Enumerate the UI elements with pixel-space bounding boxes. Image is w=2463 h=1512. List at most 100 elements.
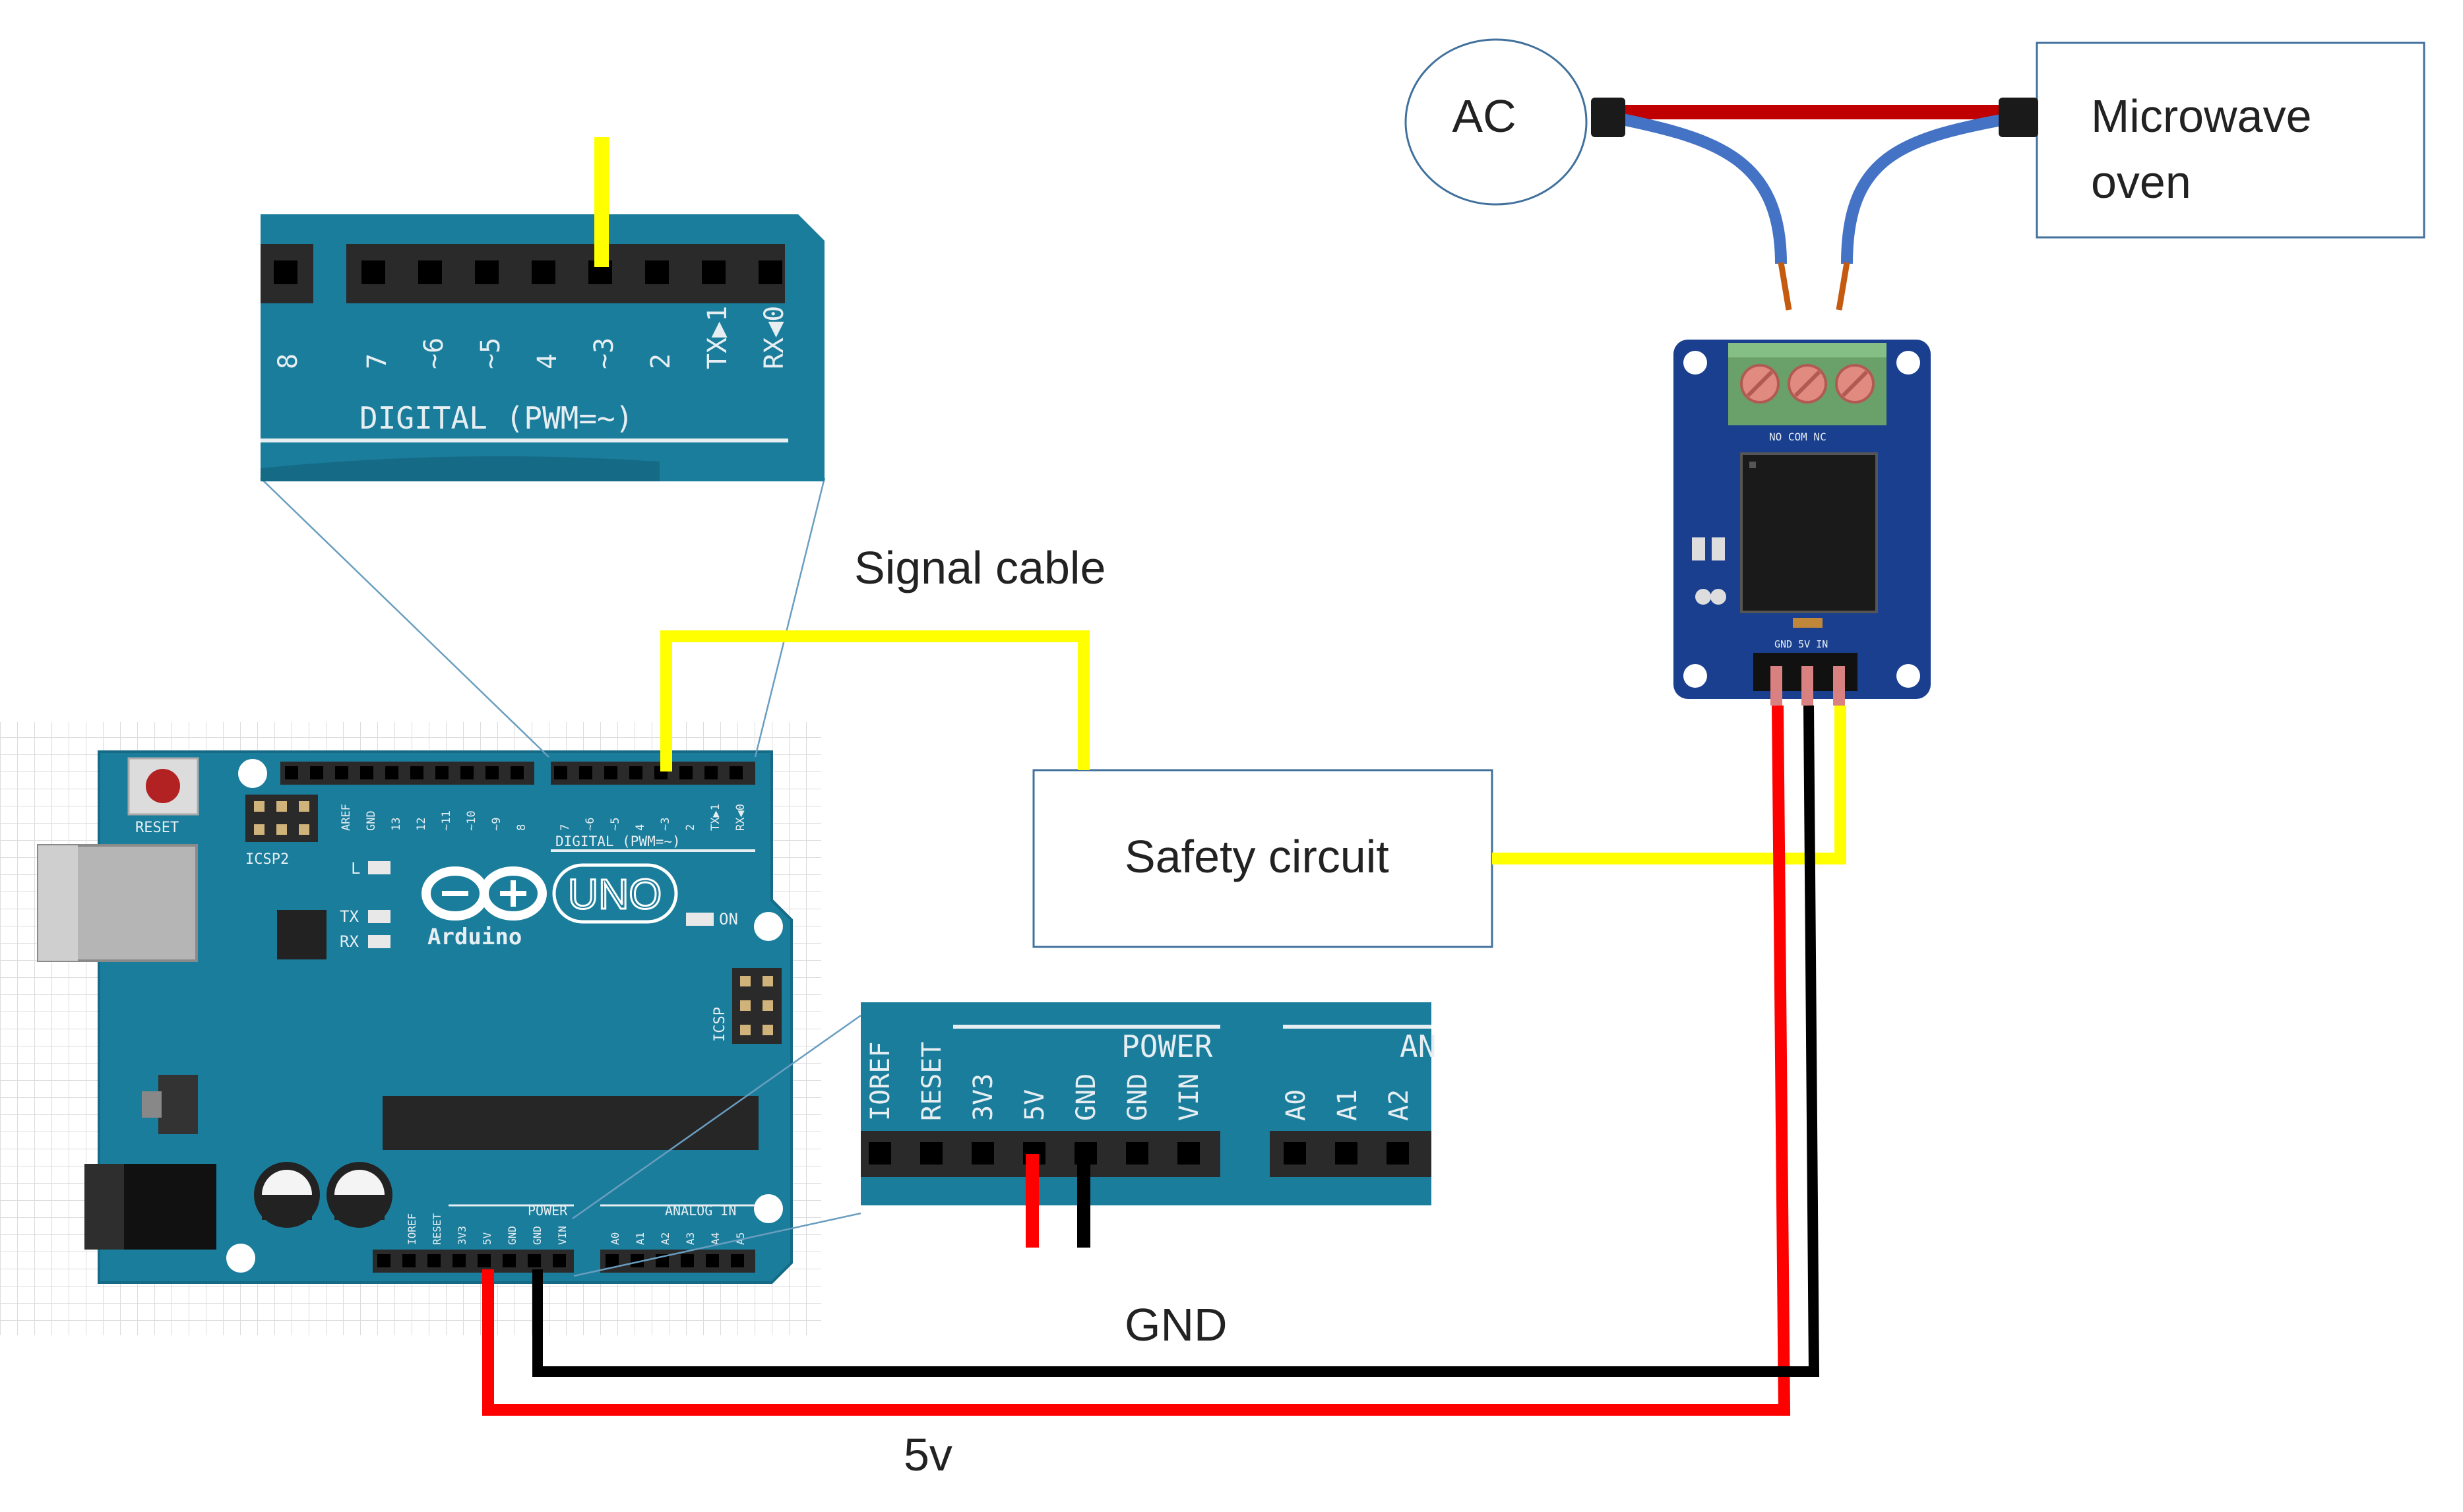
analog-pin-label: A1	[634, 1232, 646, 1245]
digital-pin-label: 13	[390, 818, 403, 831]
header-pin	[335, 766, 348, 779]
header-pin	[377, 1254, 390, 1267]
led-rx-label: RX	[340, 932, 359, 951]
gnd-wire	[532, 705, 1820, 1377]
safety-circuit-box	[1032, 769, 1493, 948]
zoom-analog-pin-label: A0	[1281, 1089, 1311, 1121]
analog-in-label: ANALOG IN	[665, 1203, 736, 1219]
wire-sleeve	[1999, 98, 2038, 137]
header-pin	[385, 766, 398, 779]
analog-pin-label: A3	[684, 1232, 697, 1245]
header-pin	[1335, 1142, 1357, 1164]
signal-cable	[660, 630, 1090, 771]
zoom-digital-pin-label: 4	[532, 353, 563, 369]
digital-pin-label: 2	[684, 824, 697, 831]
header-pin	[730, 766, 743, 779]
header-pin	[435, 766, 449, 779]
header-pin	[1284, 1142, 1306, 1164]
zoom-digital-pin-label: 2	[646, 353, 676, 369]
header-pin	[485, 766, 499, 779]
power-pin-label: RESET	[431, 1213, 443, 1245]
relay-module: NO COM NC GND 5V IN	[1673, 340, 1931, 706]
gnd-label: GND	[1125, 1299, 1228, 1350]
digital-pin-label: TX▶1	[709, 804, 722, 831]
arduino-logo: UNO Arduino	[421, 863, 678, 950]
analog-pin-label: A4	[709, 1232, 722, 1245]
power-pin-label: VIN	[556, 1226, 569, 1245]
zoom-power-pin-label: 5V	[1020, 1089, 1050, 1121]
header-pin	[274, 260, 297, 284]
header-pin	[731, 1254, 744, 1267]
zoom-power-pin-label: 3V3	[968, 1074, 999, 1121]
header-pin	[285, 766, 298, 779]
zoom-digital-pin-label: ~3	[589, 338, 619, 369]
analog-pin-label: A0	[609, 1232, 621, 1245]
microwave-label: Microwave	[2091, 90, 2312, 142]
ac-node	[1404, 38, 1588, 206]
relay-pin-label: GND 5V IN	[1774, 638, 1828, 650]
header-pin	[631, 1254, 644, 1267]
header-pin	[452, 1254, 466, 1267]
header-pin	[511, 766, 524, 779]
header-pin	[704, 766, 718, 779]
zoom-power-pin-label: GND	[1071, 1074, 1102, 1121]
header-pin	[1387, 1142, 1409, 1164]
header-pin	[360, 766, 373, 779]
header-pin	[310, 766, 323, 779]
zoom-line	[573, 1212, 861, 1277]
header-pin	[606, 1254, 619, 1267]
icsp2-label: ICSP2	[245, 851, 289, 868]
five-v-wire	[482, 705, 1791, 1416]
header-pin	[759, 260, 782, 284]
mounting-hole	[226, 1244, 255, 1273]
power-pin-label: 5V	[481, 1232, 493, 1245]
zoom-analog-pin-label: A2	[1384, 1089, 1414, 1121]
header-pin	[679, 766, 693, 779]
wire-sleeve	[1591, 98, 1625, 137]
digital-pin-label: RX◀0	[734, 804, 747, 831]
zoom-power-pin-label: VIN	[1174, 1074, 1204, 1121]
header-pin	[554, 766, 567, 779]
relay-body	[1740, 452, 1878, 613]
icsp-label: ICSP	[712, 1007, 728, 1042]
power-pin-label: IOREF	[406, 1213, 418, 1245]
zoom-power-pin-label: RESET	[917, 1042, 947, 1121]
digital-label: DIGITAL (PWM=~)	[555, 833, 681, 849]
zoom-digital-pin-label: TX▶1	[702, 306, 733, 369]
zoom-digital-pin-label: ~5	[476, 338, 506, 369]
blue-wire-left	[1618, 113, 1787, 264]
reset-label: RESET	[135, 820, 179, 836]
header-pin	[460, 766, 474, 779]
power-pin-label: 3V3	[456, 1226, 468, 1245]
digital-pin-label: ~11	[440, 810, 453, 831]
zoom-digital-label: DIGITAL (PWM=~)	[359, 400, 633, 436]
digital-pin-label: AREF	[340, 804, 353, 831]
header-pin	[604, 766, 617, 779]
header-pin	[532, 260, 555, 284]
zoom-power-label: POWER	[1121, 1029, 1213, 1064]
power-pin-label: GND	[531, 1226, 544, 1245]
header-pin	[579, 766, 592, 779]
mounting-hole	[238, 759, 267, 788]
analog-pin-label: A5	[734, 1232, 747, 1245]
microcontroller-chip	[383, 1096, 759, 1150]
digital-pin-label: 4	[634, 824, 647, 831]
header-pin	[553, 1254, 566, 1267]
header-pin	[402, 1254, 416, 1267]
zoom-line	[260, 477, 549, 758]
brand-label: Arduino	[427, 924, 522, 950]
digital-pin-label: 7	[559, 824, 572, 831]
signal-cable-label: Signal cable	[854, 542, 1106, 593]
mounting-hole	[754, 912, 783, 941]
header-pin	[681, 1254, 694, 1267]
zoom-line	[754, 477, 826, 758]
zoom-power-pin-label: IOREF	[865, 1042, 896, 1121]
five-v-label: 5v	[904, 1429, 952, 1480]
blue-wire-right	[1841, 113, 2010, 264]
header-pin	[528, 1254, 541, 1267]
zoom-line	[572, 1014, 861, 1220]
zoom-analog-label: AN	[1400, 1029, 1436, 1064]
led-on-label: ON	[719, 910, 738, 928]
header-pin	[478, 1254, 491, 1267]
